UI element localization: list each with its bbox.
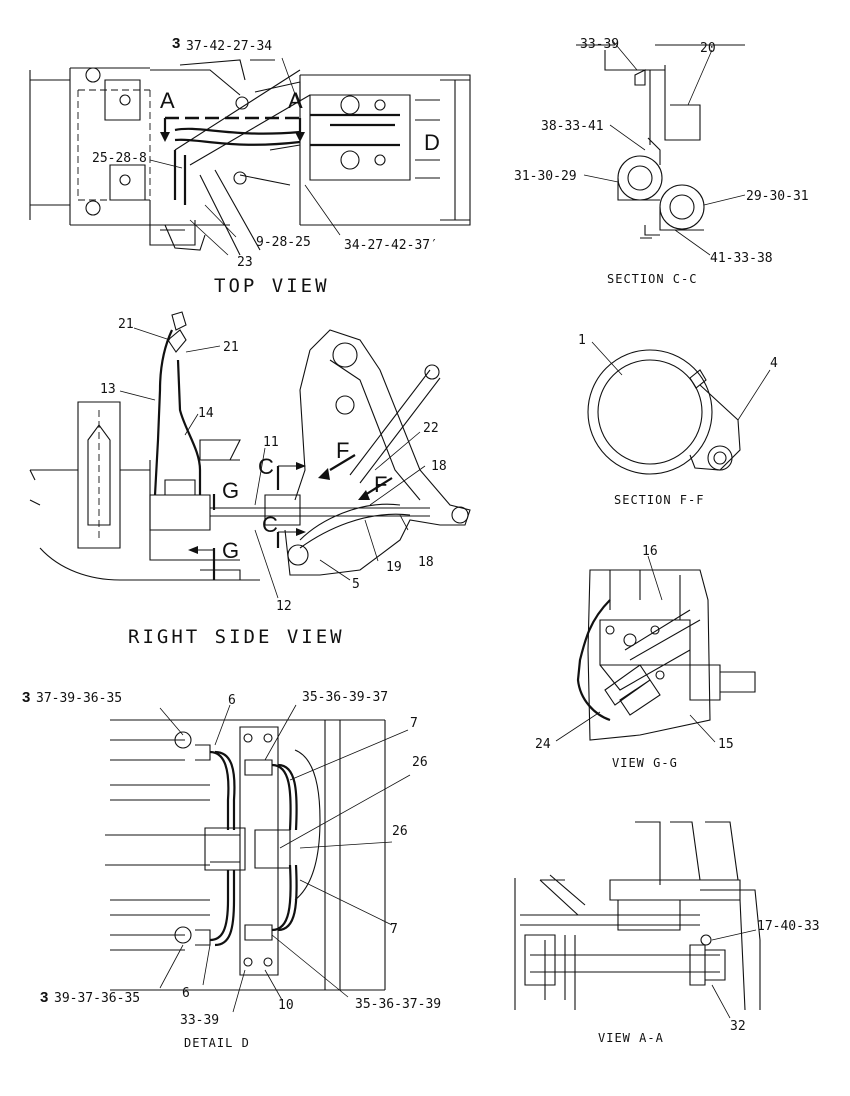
- callout-31-30-29: 31-30-29: [514, 169, 577, 184]
- callout-22: 22: [423, 421, 439, 436]
- callout-16: 16: [642, 544, 658, 559]
- note-3-marker-bottom: 3: [40, 989, 48, 1006]
- callout-1: 1: [578, 333, 586, 348]
- callout-12: 12: [276, 599, 292, 614]
- callout-41-33-38: 41-33-38: [710, 251, 773, 266]
- callout-18-top: 18: [431, 459, 447, 474]
- section-mark-c-bottom: C: [262, 512, 278, 537]
- callout-33-39-detail: 33-39: [180, 1013, 219, 1028]
- top-view: A A D 3 37-42-27-34 25-28-8 9-28-25 23 3…: [29, 35, 471, 297]
- callout-18-bottom: 18: [418, 555, 434, 570]
- callout-9-28-25: 9-28-25: [256, 235, 311, 250]
- callout-26-mid: 26: [392, 824, 408, 839]
- note-3-marker: 3: [172, 35, 180, 52]
- right-side-view-title: RIGHT SIDE VIEW: [128, 626, 345, 648]
- callout-39-37-36-35: 39-37-36-35: [54, 991, 140, 1006]
- section-mark-a-left: A: [160, 88, 175, 113]
- callout-37-39-36-35: 37-39-36-35: [36, 691, 122, 706]
- callout-6-top: 6: [228, 693, 236, 708]
- view-gg-title: VIEW G-G: [612, 756, 678, 770]
- section-mark-f-top: F: [336, 438, 349, 463]
- callout-13: 13: [100, 382, 116, 397]
- callout-29-30-31: 29-30-31: [746, 189, 809, 204]
- callout-23: 23: [237, 255, 253, 270]
- callout-21-top: 21: [118, 317, 134, 332]
- callout-7-bottom: 7: [390, 922, 398, 937]
- callout-24: 24: [535, 737, 551, 752]
- callout-34-27-42-37: 34-27-42-37′: [344, 238, 438, 253]
- section-mark-c-top: C: [258, 454, 274, 479]
- callout-10: 10: [278, 998, 294, 1013]
- section-mark-g-top: G: [222, 478, 239, 503]
- detail-mark-d: D: [424, 130, 440, 155]
- callout-6-bottom: 6: [182, 986, 190, 1001]
- section-mark-a-right: A: [288, 88, 303, 113]
- callout-35-36-37-39: 35-36-37-39: [355, 997, 441, 1012]
- callout-37-42-27-34: 37-42-27-34: [186, 39, 272, 54]
- callout-4: 4: [770, 356, 778, 371]
- callout-19: 19: [386, 560, 402, 575]
- callout-20: 20: [700, 41, 716, 56]
- right-side-view: C C F F G G 21 21 13 14 11 22 18 18 19 5…: [29, 311, 471, 648]
- section-cc: 33-39 20 38-33-41 31-30-29 29-30-31 41-3…: [514, 37, 809, 286]
- note-3-marker-top: 3: [22, 689, 30, 706]
- callout-15: 15: [718, 737, 734, 752]
- top-view-title: TOP VIEW: [214, 275, 330, 297]
- section-cc-title: SECTION C-C: [607, 272, 697, 286]
- view-aa: 17-40-33 32 VIEW A-A: [514, 821, 820, 1045]
- detail-d-title: DETAIL D: [184, 1036, 250, 1050]
- callout-17-40-33: 17-40-33: [757, 919, 820, 934]
- section-ff: 1 4 SECTION F-F: [578, 333, 778, 507]
- view-gg: 16 24 15 VIEW G-G: [535, 544, 756, 770]
- callout-11: 11: [263, 435, 279, 450]
- callout-32: 32: [730, 1019, 746, 1034]
- section-ff-title: SECTION F-F: [614, 493, 704, 507]
- callout-35-36-39-37: 35-36-39-37: [302, 690, 388, 705]
- callout-5: 5: [352, 577, 360, 592]
- section-mark-f-bottom: F: [374, 472, 387, 497]
- callout-33-39-cc: 33-39: [580, 37, 619, 52]
- callout-14: 14: [198, 406, 214, 421]
- callout-38-33-41: 38-33-41: [541, 119, 604, 134]
- view-aa-title: VIEW A-A: [598, 1031, 664, 1045]
- callout-26-top: 26: [412, 755, 428, 770]
- callout-7-top: 7: [410, 716, 418, 731]
- section-mark-g-bottom: G: [222, 538, 239, 563]
- callout-25-28-8: 25-28-8: [92, 151, 147, 166]
- detail-d: 3 37-39-36-35 6 35-36-39-37 7 26 26 7 3 …: [22, 689, 441, 1050]
- callout-21-right: 21: [223, 340, 239, 355]
